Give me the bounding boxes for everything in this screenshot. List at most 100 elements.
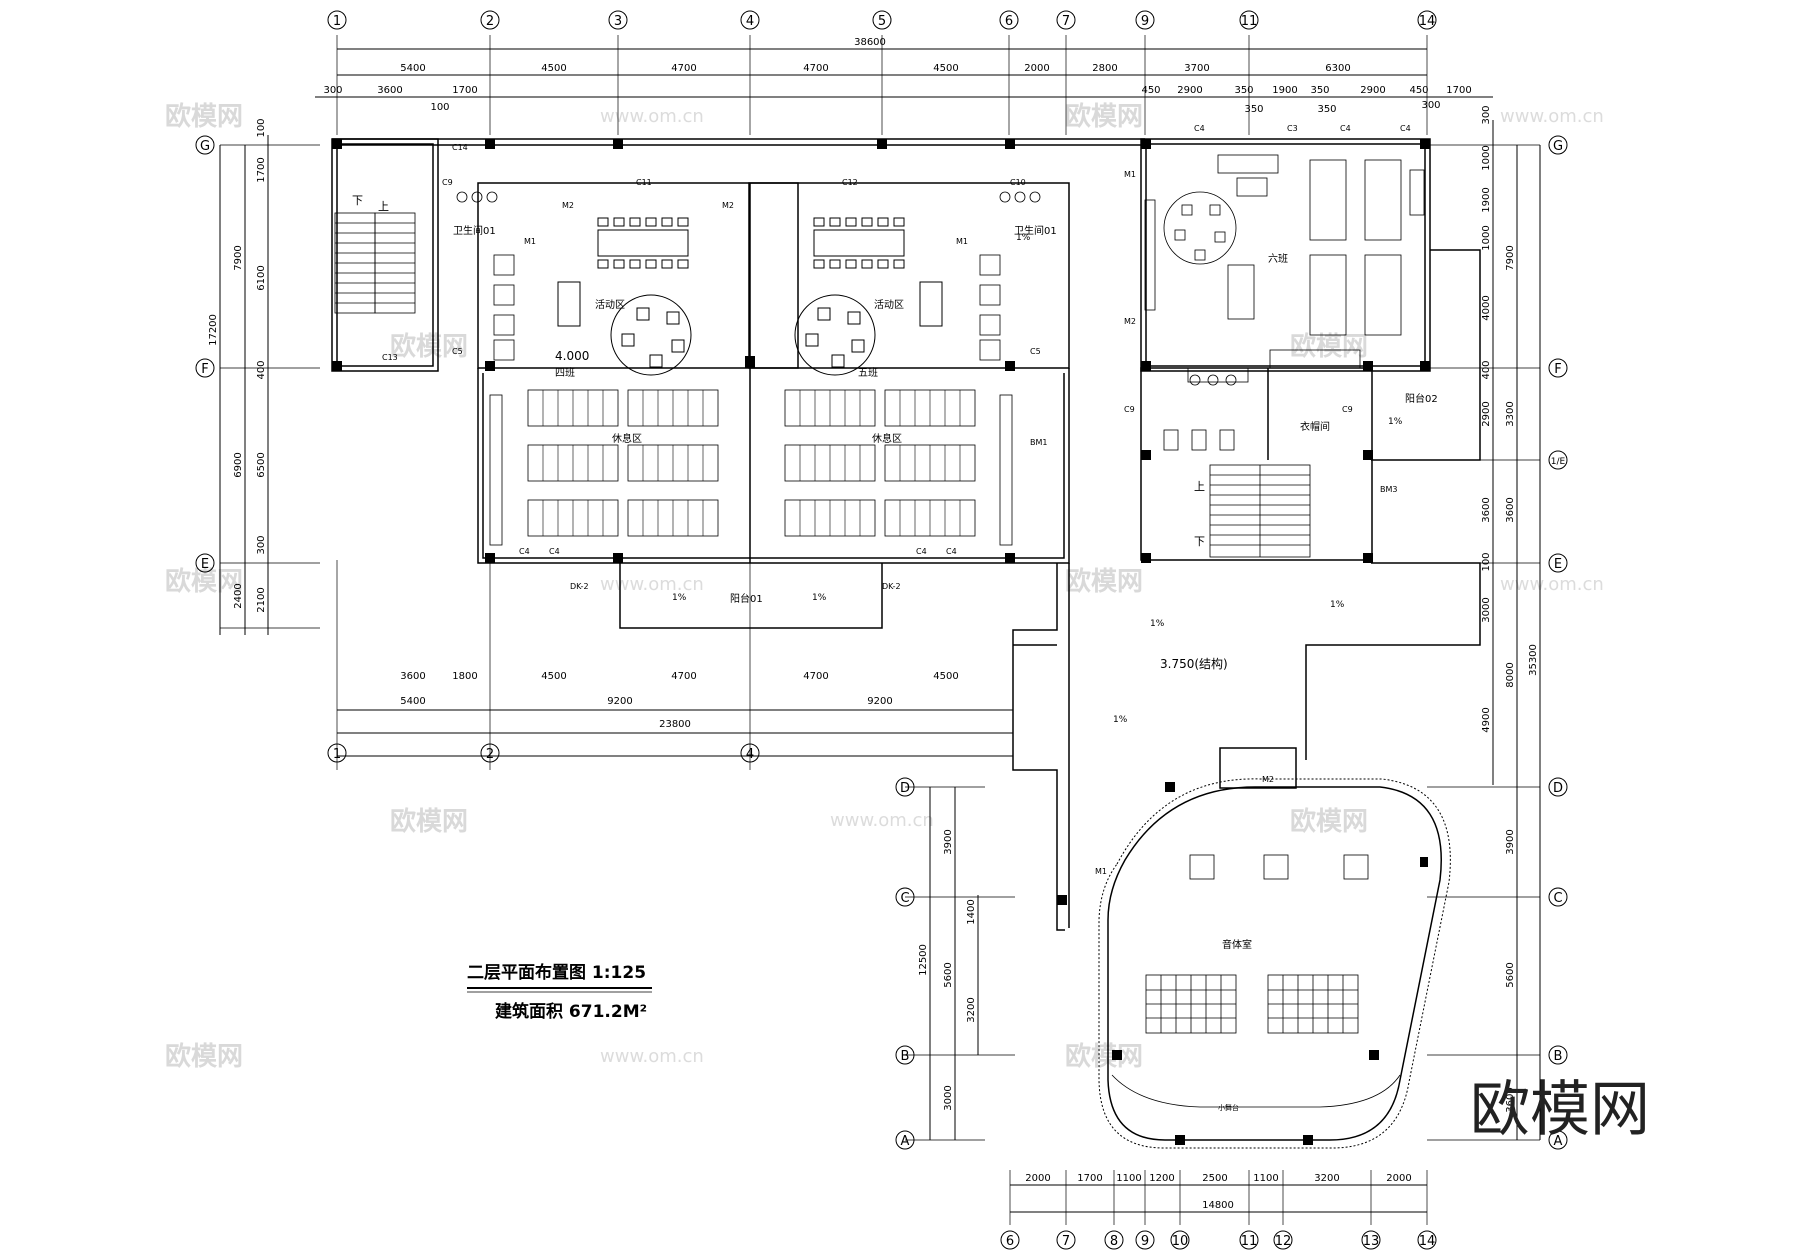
dim-bot-4: 4700 [671,671,696,682]
axis-left-e: E [201,557,209,572]
dim-top-r2r-8: 1700 [1446,85,1471,96]
room-class6: 六班 [1268,253,1288,265]
dim-right-mid-6: 5600 [1505,962,1516,987]
music-room-furniture [1111,854,1401,1108]
tag-c9-left: C9 [442,178,453,187]
toilet-fixtures [456,191,1041,361]
tag-m2: M2 [1124,317,1136,326]
axis-top-3: 3 [614,14,622,29]
tag-m1: M1 [1124,170,1136,179]
axis-top-5: 5 [878,14,886,29]
watermark-url: www.om.cn [1500,106,1604,127]
dim-bot-5: 4700 [803,671,828,682]
axis-left-g: G [200,139,210,154]
tag-c4: C4 [1400,124,1411,133]
tag-c5-right: C5 [1030,347,1041,356]
axis-top-7: 7 [1062,14,1070,29]
dim-left-in-1: 100 [256,118,267,137]
axis-top-6: 6 [1005,14,1013,29]
furniture-class6 [1144,154,1425,336]
axis-br-11: 11 [1241,1234,1258,1249]
dim-ll-in-2: 3200 [966,997,977,1022]
axis-right-f: F [1554,362,1561,377]
axis-right-c: C [1553,891,1562,906]
axis-right-a: A [1554,1134,1563,1149]
dim-top-total: 38600 [854,37,886,48]
room-stage: 小舞台 [1218,1103,1239,1112]
dimension-texts: 38600 5400 4500 4700 4700 4500 2000 2800… [208,37,1539,1211]
building-area: 建筑面积 671.2M² [495,1001,647,1022]
axis-top-4: 4 [746,14,754,29]
beds-class4 [489,389,719,546]
axis-top-11: 11 [1241,14,1258,29]
dim-right-in-1: 300 [1481,105,1492,124]
slope-4: 1% [1388,417,1403,427]
axis-right-b: B [1554,1049,1563,1064]
dim-right-in-4: 1000 [1481,225,1492,250]
dim-br-total: 14800 [1202,1200,1234,1211]
walls [331,138,1481,1149]
dim-top-r2-2: 3600 [377,85,402,96]
element-tags: C14 C13 C9 C10 C11 C12 C5 C5 C3 C4 C4 C4… [382,124,1411,876]
watermark: 欧模网 [165,1041,243,1072]
title-block: 二层平面布置图 1:125 建筑面积 671.2M² 欧模网 [467,962,1650,1145]
dim-top-r3-3: 300 [1421,100,1440,111]
axis-ll-c: C [900,891,909,906]
dim-top-r3-1: 350 [1244,104,1263,115]
tag-c4: C4 [1194,124,1205,133]
dimension-lines [219,48,1541,1213]
dim-top-r2r-5: 350 [1310,85,1329,96]
tag-m2: M2 [1262,775,1274,784]
axis-br-12: 12 [1275,1234,1292,1249]
room-rest-5: 休息区 [872,432,902,445]
wall-class4-upper [477,182,799,369]
dim-br-4: 1200 [1149,1173,1174,1184]
stair-up-e: 上 [1194,480,1205,493]
tag-c5-left: C5 [452,347,463,356]
stairs-west [334,212,416,314]
axis-right-1e: 1/E [1551,457,1566,467]
dim-br-8: 2000 [1386,1173,1411,1184]
watermark-url: www.om.cn [600,1046,704,1067]
dim-top-7: 2800 [1092,63,1117,74]
dim-right-in-8: 3600 [1481,497,1492,522]
axis-br-6: 6 [1006,1234,1014,1249]
axis-right-d: D [1553,781,1563,796]
axis-bot-2: 2 [486,747,494,762]
axis-top-9: 9 [1141,14,1149,29]
brand-logo-text: 欧模网 [1470,1075,1650,1145]
dim-top-r3-2: 350 [1317,104,1336,115]
dim-top-1: 5400 [400,63,425,74]
dim-ll-mid-1: 3900 [943,829,954,854]
dim-right-in-2: 1000 [1481,145,1492,170]
tag-m2: M2 [562,201,574,210]
axis-top-1: 1 [333,14,341,29]
wall-class5-upper [748,182,1070,369]
stair-down-w: 下 [352,194,363,207]
axis-labels: 1 2 3 4 5 6 7 9 11 14 1 2 4 G F E G F 1/… [200,14,1566,1249]
dim-bot-r2-3: 9200 [867,696,892,707]
watermark: 欧模网 [1065,566,1143,597]
axis-br-13: 13 [1363,1234,1380,1249]
level-4000: 4.000 [555,349,589,363]
tag-c9: C9 [1124,405,1135,414]
dim-right-mid-4: 8000 [1505,662,1516,687]
dim-right-in-7: 2900 [1481,401,1492,426]
watermark-url: www.om.cn [600,106,704,127]
room-labels: 四班 五班 六班 活动区 活动区 休息区 休息区 卫生间01 卫生间01 阳台0… [352,194,1438,1112]
watermark: 欧模网 [1290,331,1368,362]
axis-br-7: 7 [1062,1234,1070,1249]
room-music: 音体室 [1222,938,1252,951]
dim-br-6: 1100 [1253,1173,1278,1184]
dim-top-5: 4500 [933,63,958,74]
dim-top-6: 2000 [1024,63,1049,74]
tag-dk2-right: DK-2 [882,582,901,591]
watermark-url: www.om.cn [600,574,704,595]
room-toilet-right: 卫生间01 [1014,224,1057,237]
furniture-toilet-cloak [1163,349,1361,451]
dim-right-total: 35300 [1528,644,1539,676]
tag-m1: M1 [1095,867,1107,876]
dim-right-mid-5: 3900 [1505,829,1516,854]
tag-c4: C4 [519,547,530,556]
